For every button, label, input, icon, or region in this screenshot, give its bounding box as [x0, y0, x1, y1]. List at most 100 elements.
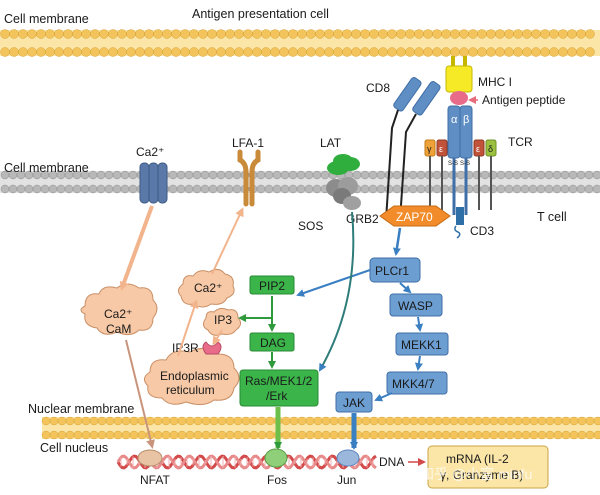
lipid-head [360, 170, 370, 180]
lipid-head [465, 416, 475, 426]
lipid-head [377, 416, 387, 426]
ca2-cytoplasm-label: Ca2⁺ [194, 281, 222, 295]
lipid-head [108, 47, 118, 57]
lipid-head [256, 170, 266, 180]
lipid-head [504, 47, 514, 57]
lipid-head [216, 170, 226, 180]
mhc-class-i [445, 56, 473, 105]
lipid-head [324, 47, 334, 57]
lipid-head [337, 416, 347, 426]
lipid-head [9, 47, 19, 57]
lipid-head [480, 170, 490, 180]
cd3-gamma-label: γ [427, 144, 432, 154]
lipid-head [441, 416, 451, 426]
lipid-head [369, 430, 379, 440]
lipid-head [36, 47, 46, 57]
lipid-head [480, 184, 490, 194]
lipid-head [129, 430, 139, 440]
jak-node: JAK [335, 391, 373, 413]
lipid-head [505, 430, 515, 440]
lipid-head [593, 430, 600, 440]
lipid-head [425, 416, 435, 426]
lipid-head [552, 184, 562, 194]
lipid-head [57, 430, 67, 440]
lipid-head [41, 416, 51, 426]
lipid-head [73, 430, 83, 440]
lipid-head [528, 184, 538, 194]
lipid-head [16, 184, 26, 194]
lipid-head [486, 47, 496, 57]
lipid-head [432, 170, 442, 180]
dag-label: DAG [260, 336, 286, 350]
lipid-head [64, 184, 74, 194]
lipid-head [185, 416, 195, 426]
lipid-head [456, 184, 466, 194]
wasp-node: WASP [389, 293, 443, 317]
lipid-head [315, 29, 325, 39]
ip3r-receptor [202, 341, 222, 355]
lipid-head [207, 47, 217, 57]
lipid-head [289, 430, 299, 440]
lipid-head [433, 430, 443, 440]
lipid-head [99, 47, 109, 57]
lipid-head [337, 430, 347, 440]
lipid-head [137, 430, 147, 440]
lipid-head [168, 184, 178, 194]
lipid-head [560, 170, 570, 180]
dna-label: DNA [379, 455, 404, 469]
lipid-head [113, 416, 123, 426]
ca2-cam-label-line2: CaM [106, 322, 131, 336]
lipid-head [184, 184, 194, 194]
lipid-head [387, 29, 397, 39]
lipid-head [569, 416, 579, 426]
lipid-head [0, 47, 10, 57]
lipid-head [225, 29, 235, 39]
nuclear-membrane-label: Nuclear membrane [28, 402, 134, 416]
lipid-head [558, 29, 568, 39]
sos-label: SOS [298, 219, 323, 233]
lipid-head [249, 416, 259, 426]
lipid-head [171, 47, 181, 57]
lipid-head [36, 29, 46, 39]
lipid-head [432, 47, 442, 57]
mekk1-node: MEKK1 [395, 332, 449, 356]
lipid-head [465, 430, 475, 440]
lipid-head [233, 430, 243, 440]
lipid-head [425, 430, 435, 440]
lipid-head [416, 170, 426, 180]
lipid-head [495, 29, 505, 39]
lipid-head [232, 184, 242, 194]
t-cell-label: T cell [537, 210, 567, 224]
t-cell-membrane [0, 170, 600, 194]
lipid-head [504, 29, 514, 39]
lipid-head [279, 29, 289, 39]
lipid-head [536, 184, 546, 194]
lipid-head [377, 430, 387, 440]
lipid-head [409, 416, 419, 426]
lipid-head [416, 184, 426, 194]
lipid-head [376, 184, 386, 194]
mekk1-label: MEKK1 [401, 338, 442, 352]
lipid-head [216, 47, 226, 57]
lipid-head [459, 47, 469, 57]
lipid-head [378, 47, 388, 57]
lipid-head [529, 416, 539, 426]
tcr-beta-label: β [463, 114, 469, 126]
lipid-head [585, 430, 595, 440]
lipid-head [257, 416, 267, 426]
lipid-head [408, 170, 418, 180]
mrna-label-line2: γ, Granzyme B) [440, 468, 523, 482]
lipid-head [176, 170, 186, 180]
lipid-head [473, 416, 483, 426]
cd3-epsilon2-label: ε [476, 144, 480, 154]
lipid-head [162, 47, 172, 57]
lipid-head [369, 29, 379, 39]
jun-factor [336, 449, 360, 467]
lipid-head [333, 47, 343, 57]
lipid-head [207, 29, 217, 39]
lipid-head [120, 170, 130, 180]
lipid-head [72, 47, 82, 57]
lipid-head [497, 416, 507, 426]
lipid-head [495, 47, 505, 57]
lipid-head [423, 29, 433, 39]
